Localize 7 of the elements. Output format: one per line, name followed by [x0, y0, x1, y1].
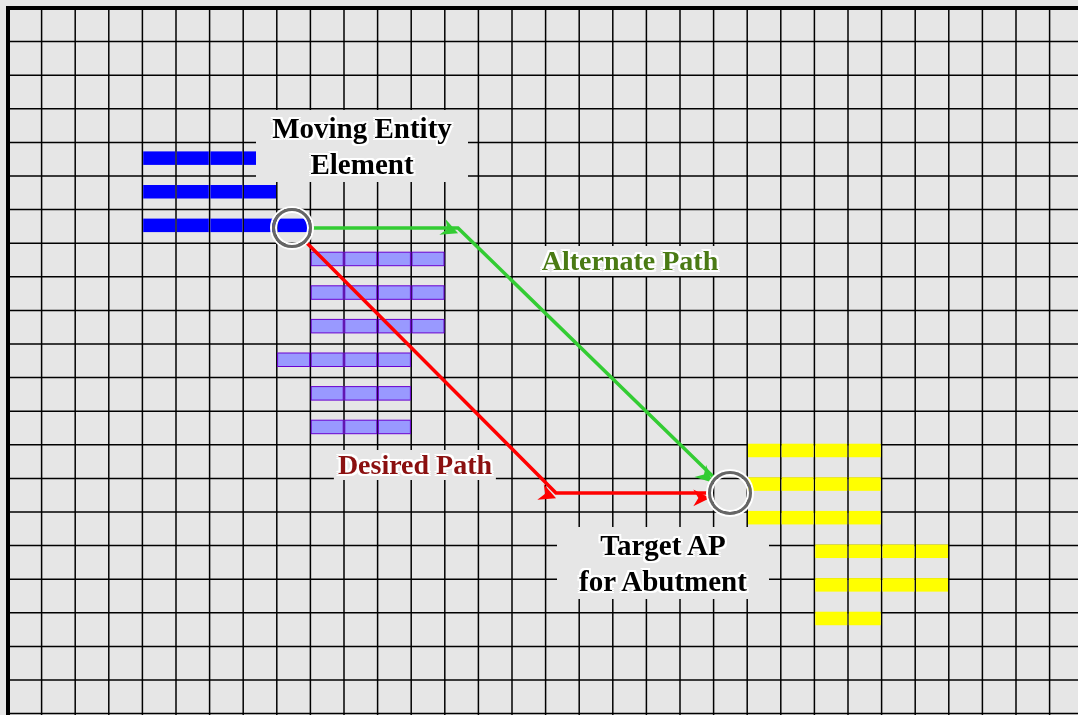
- edge-label: Desired Path: [333, 450, 497, 480]
- node-caption: Moving Entity Element: [256, 110, 468, 182]
- node-caption: Target AP for Abutment: [557, 527, 769, 599]
- target-circle: [272, 208, 312, 248]
- path-arrow: [304, 240, 709, 506]
- target-circle: [708, 471, 752, 515]
- path-arrow: [312, 219, 716, 482]
